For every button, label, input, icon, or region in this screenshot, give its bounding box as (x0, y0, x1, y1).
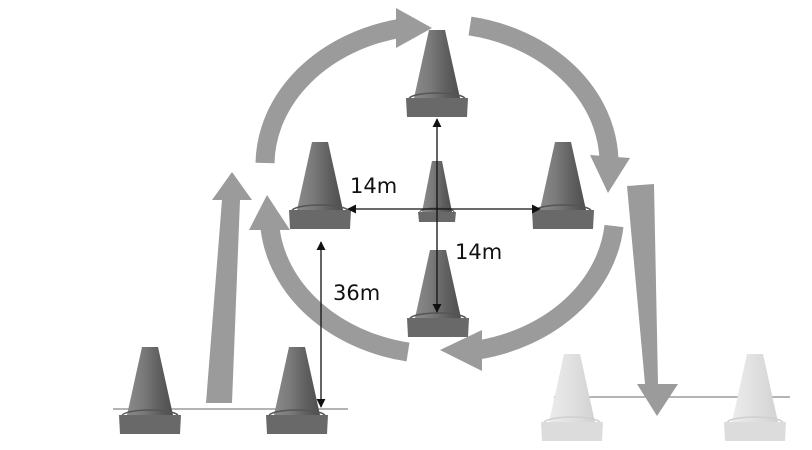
cone-start-left (119, 347, 181, 434)
exit-arrow (627, 184, 678, 416)
path-arrow-right (468, 16, 630, 193)
path-arrow-top (255, 8, 432, 164)
cone-finish-left (541, 354, 603, 441)
label-horizontal-distance: 14m (350, 174, 397, 198)
path-arrow-left (249, 195, 410, 362)
entry-arrow (206, 172, 252, 403)
cone-start-right (266, 347, 328, 434)
cone-finish-right (724, 354, 786, 441)
path-arrow-bottom (440, 224, 624, 371)
label-vertical-distance: 14m (455, 240, 502, 264)
cone-top (406, 30, 468, 117)
cone-left (289, 142, 351, 229)
cone-right (532, 142, 594, 229)
label-start-distance: 36m (333, 281, 380, 305)
